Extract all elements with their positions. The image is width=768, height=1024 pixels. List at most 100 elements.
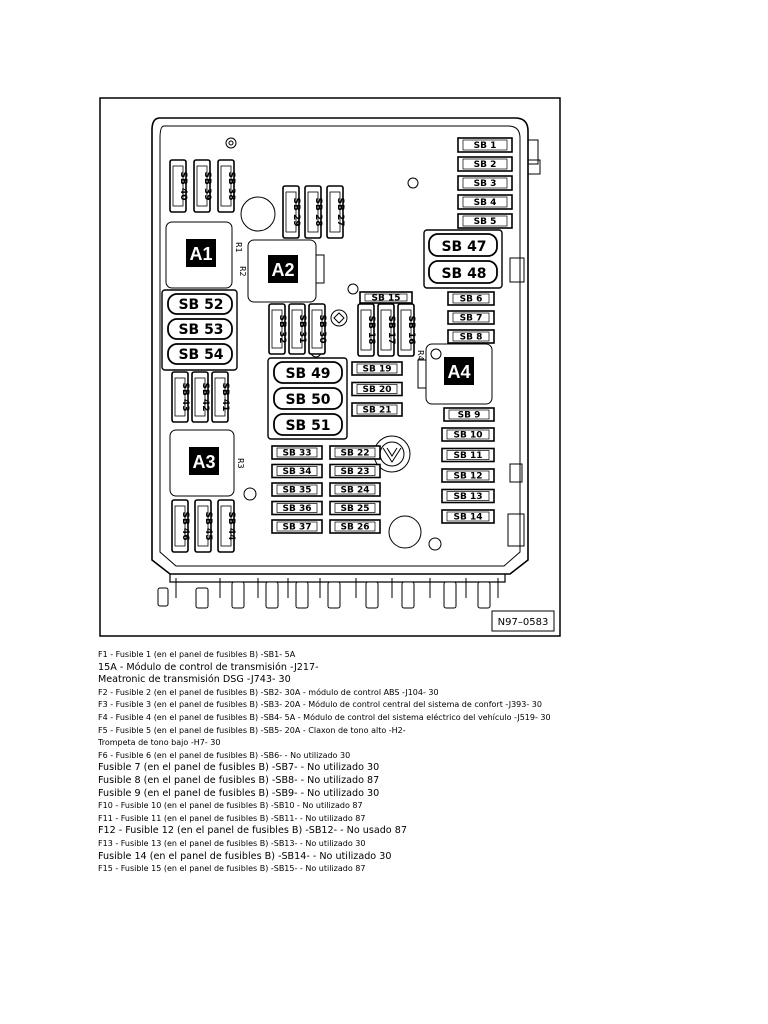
fuse-sb28: SB 28 — [304, 185, 323, 239]
fuse-sb11: SB 11 — [441, 447, 495, 463]
fuse-sb16: SB 16 — [397, 303, 416, 357]
caption-line: F1 - Fusible 1 (en el panel de fusibles … — [98, 650, 296, 659]
fuse-sb41: SB 41 — [211, 371, 230, 423]
large-fuse-holder-center: SB 49 SB 50 SB 51 — [267, 357, 348, 440]
relay-a2: A2 — [247, 239, 325, 303]
fuse-label: SB 38 — [226, 172, 236, 201]
fuse-label: SB 20 — [363, 385, 392, 395]
fuse-label: SB 35 — [283, 486, 312, 496]
fuse-sb35: SB 35 — [271, 482, 323, 497]
caption-line: F2 - Fusible 2 (en el panel de fusibles … — [98, 687, 439, 697]
fuse-sb1: SB 1 — [457, 137, 513, 153]
fuse-sb27: SB 27 — [326, 185, 345, 239]
fuse-sb17: SB 17 — [377, 303, 396, 357]
fuse-label: SB 46 — [180, 512, 190, 541]
relay-a3: A3 — [169, 429, 235, 497]
fuse-label: SB 29 — [291, 198, 301, 227]
fuse-sb15: SB 15 — [359, 291, 413, 304]
fuse-label: SB 11 — [454, 451, 483, 461]
fuse-label: SB 41 — [220, 383, 230, 412]
fuse-sb42: SB 42 — [191, 371, 210, 423]
fuse-box-diagram: A1 A2 A3 A4 R1 R2 R3 R4 — [99, 97, 561, 637]
fuse-label: SB 28 — [313, 198, 323, 227]
bottom-connector-pins — [157, 578, 499, 609]
fuse-label: SB 31 — [297, 315, 307, 344]
large-fuse-holder-right: SB 47 SB 48 — [423, 229, 503, 289]
fuse-sb8: SB 8 — [447, 329, 495, 344]
svg-text:A4: A4 — [447, 362, 470, 382]
fuse-label: SB 22 — [341, 449, 370, 459]
fuse-sb38: SB 38 — [217, 159, 236, 213]
caption-line: Fusible 14 (en el panel de fusibles B) -… — [98, 850, 392, 862]
fuse-sb43: SB 43 — [171, 371, 190, 423]
label-r2: R2 — [238, 266, 247, 277]
fuse-sb3: SB 3 — [457, 175, 513, 191]
fuse-sb31: SB 31 — [288, 303, 307, 355]
caption-line: F5 - Fusible 5 (en el panel de fusibles … — [98, 725, 406, 735]
fuse-sb47-label: SB 47 — [441, 239, 486, 255]
large-fuse-holder-left: SB 52 SB 53 SB 54 — [161, 289, 238, 371]
fuse-label: SB 27 — [335, 198, 345, 227]
fuse-sb10: SB 10 — [441, 427, 495, 442]
fuse-label: SB 33 — [283, 449, 312, 459]
fuse-label: SB 26 — [341, 523, 370, 533]
fuse-sb48-label: SB 48 — [441, 266, 486, 282]
fuse-label: SB 9 — [458, 411, 481, 421]
caption-line: Fusible 8 (en el panel de fusibles B) -S… — [98, 774, 380, 786]
fuse-sb9: SB 9 — [443, 407, 495, 422]
fuse-label: SB 17 — [386, 316, 396, 345]
fuse-sb32: SB 32 — [268, 303, 287, 355]
relay-a1: A1 — [165, 221, 233, 289]
fuse-label: SB 2 — [474, 160, 497, 170]
fuse-sb22: SB 22 — [329, 445, 381, 460]
fuse-label: SB 25 — [341, 504, 370, 514]
svg-text:A2: A2 — [271, 260, 294, 280]
caption-line: F11 - Fusible 11 (en el panel de fusible… — [98, 813, 366, 823]
label-r3: R3 — [236, 458, 245, 469]
fuse-label: SB 4 — [474, 198, 497, 208]
label-r1: R1 — [234, 242, 243, 253]
caption-line: Trompeta de tono bajo -H7- 30 — [98, 738, 221, 748]
fuse-sb21: SB 21 — [351, 402, 403, 417]
fuse-sb34: SB 34 — [271, 463, 323, 479]
fuse-sb50-label: SB 50 — [285, 392, 330, 408]
fuse-label: SB 8 — [460, 333, 483, 343]
fuse-label: SB 44 — [226, 512, 236, 541]
caption-line: Fusible 9 (en el panel de fusibles B) -S… — [98, 787, 380, 799]
fuse-label: SB 18 — [366, 316, 376, 345]
fuse-label: SB 13 — [454, 492, 483, 502]
fuse-sb19: SB 19 — [351, 361, 403, 376]
label-r4: R4 — [416, 350, 425, 361]
fuse-label: SB 45 — [203, 512, 213, 541]
fuse-label: SB 5 — [474, 217, 497, 227]
fuse-sb52-label: SB 52 — [178, 297, 223, 313]
fuse-sb24: SB 24 — [329, 482, 381, 497]
fuse-sb44: SB 44 — [217, 499, 236, 553]
fuse-label: SB 40 — [178, 172, 188, 201]
caption-line: F3 - Fusible 3 (en el panel de fusibles … — [98, 700, 542, 710]
fuse-label: SB 14 — [454, 513, 483, 523]
fuse-label: SB 1 — [474, 141, 497, 151]
fuse-sb26: SB 26 — [329, 519, 381, 534]
fuse-sb51-label: SB 51 — [285, 418, 330, 434]
fuse-sb54-label: SB 54 — [178, 347, 223, 363]
figure-code: N97–0583 — [498, 617, 549, 628]
mounting-points — [225, 137, 442, 551]
caption-line: F15 - Fusible 15 (en el panel de fusible… — [98, 864, 366, 874]
fuse-sb33: SB 33 — [271, 445, 323, 460]
fuse-label: SB 21 — [363, 406, 392, 416]
fuse-sb4: SB 4 — [457, 194, 513, 210]
svg-text:A3: A3 — [192, 452, 215, 472]
fuse-sb46: SB 46 — [171, 499, 190, 553]
fuse-label: SB 16 — [406, 316, 416, 345]
fuse-sb2: SB 2 — [457, 156, 513, 172]
fuse-sb12: SB 12 — [441, 468, 495, 483]
fuse-captions: F1 - Fusible 1 (en el panel de fusibles … — [98, 649, 758, 876]
fuse-label: SB 42 — [200, 383, 210, 412]
fuse-label: SB 24 — [341, 486, 370, 496]
fuse-label: SB 43 — [180, 383, 190, 412]
caption-line: Meatronic de transmisión DSG -J743- 30 — [98, 674, 291, 686]
fuse-label: SB 15 — [372, 294, 401, 304]
fuse-label: SB 30 — [317, 315, 327, 344]
